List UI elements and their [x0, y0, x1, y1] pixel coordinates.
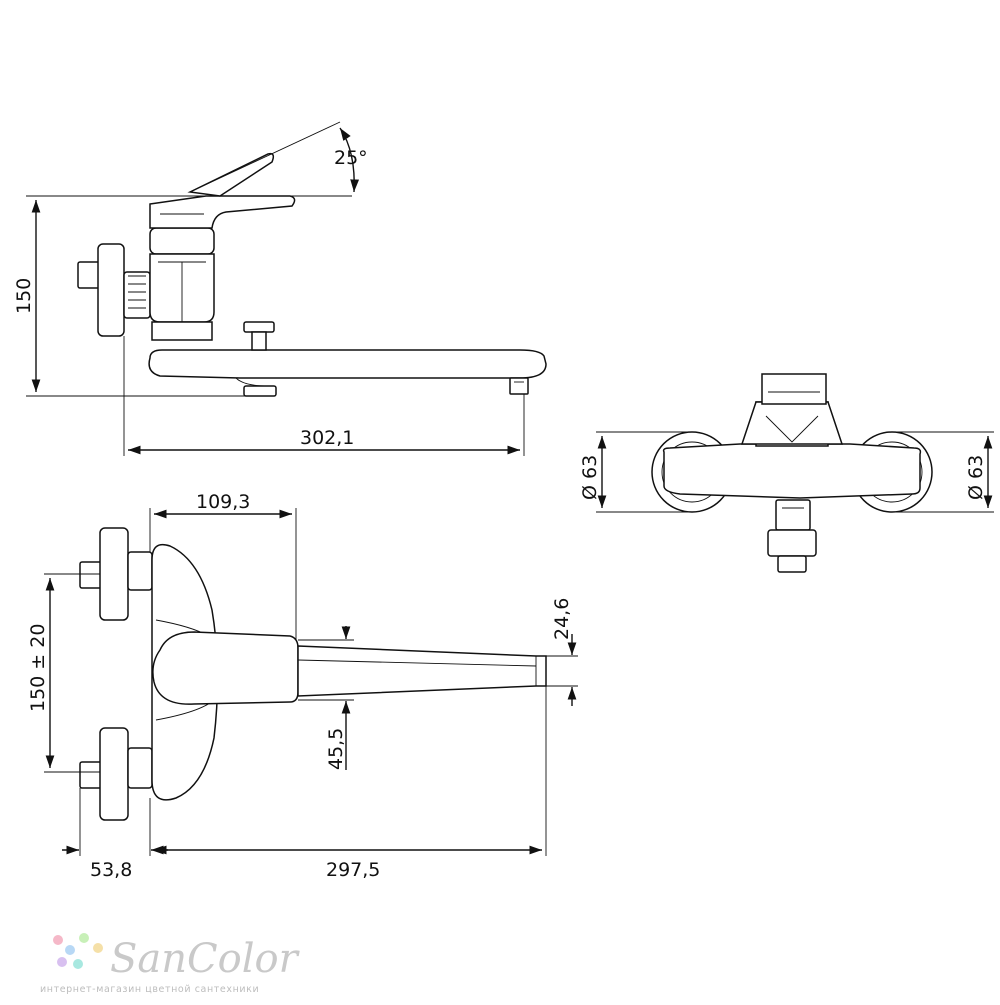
dim-diameter-left-label: Ø 63 — [579, 455, 601, 500]
watermark-dot — [53, 935, 63, 945]
dim-handle-offset-label: 45,5 — [325, 728, 347, 770]
dim-diameter-left: Ø 63 — [579, 431, 690, 513]
dim-diameter-right-label: Ø 63 — [965, 455, 987, 500]
dim-bottom: 53,8 297,5 — [62, 686, 547, 881]
watermark-dot — [57, 957, 67, 967]
dim-spout-height: 24,6 — [546, 598, 578, 706]
dim-wall-offset-label: 53,8 — [90, 859, 132, 881]
watermark-tagline: интернет-магазин цветной сантехники — [40, 984, 259, 995]
side-view: 25° 150 302,1 — [13, 121, 547, 456]
dim-height-side-label: 150 — [13, 278, 35, 314]
front-diverter — [767, 499, 817, 573]
watermark-dot — [65, 945, 75, 955]
dim-spout-height-label: 24,6 — [551, 598, 573, 640]
top-view: 109,3 150 ± 20 24,6 45,5 — [27, 491, 578, 881]
side-wall-connector — [77, 243, 151, 337]
front-view: Ø 63 Ø 63 — [579, 373, 994, 573]
dim-handle-offset: 45,5 — [298, 626, 354, 770]
dim-spacing-label: 150 ± 20 — [27, 624, 49, 712]
front-mixer-body — [662, 373, 922, 499]
dim-length-side: 302,1 — [123, 336, 525, 456]
dim-length-side-label: 302,1 — [300, 427, 354, 449]
watermark-dot — [73, 959, 83, 969]
top-lever — [152, 631, 299, 705]
watermark-dot — [93, 943, 103, 953]
dim-angle: 25° — [180, 121, 368, 197]
watermark: SanColor интернет-магазин цветной сантех… — [40, 933, 301, 995]
dim-angle-label: 25° — [334, 147, 368, 169]
watermark-dot — [79, 933, 89, 943]
top-connector-lower — [79, 727, 153, 821]
dim-diameter-right: Ø 63 — [894, 431, 994, 513]
top-connector-upper — [79, 527, 153, 621]
side-mixer-body — [149, 227, 215, 341]
dim-width-top-label: 109,3 — [196, 491, 250, 513]
side-lever-handle — [149, 152, 296, 229]
watermark-brand: SanColor — [110, 936, 301, 982]
dim-spout-length-label: 297,5 — [326, 859, 380, 881]
top-spout — [297, 645, 547, 697]
watermark-dots — [53, 933, 103, 969]
side-spout — [148, 321, 547, 397]
dim-spacing: 150 ± 20 — [27, 573, 100, 773]
dim-height-side: 150 — [13, 195, 250, 397]
dim-width-top: 109,3 — [149, 491, 297, 640]
